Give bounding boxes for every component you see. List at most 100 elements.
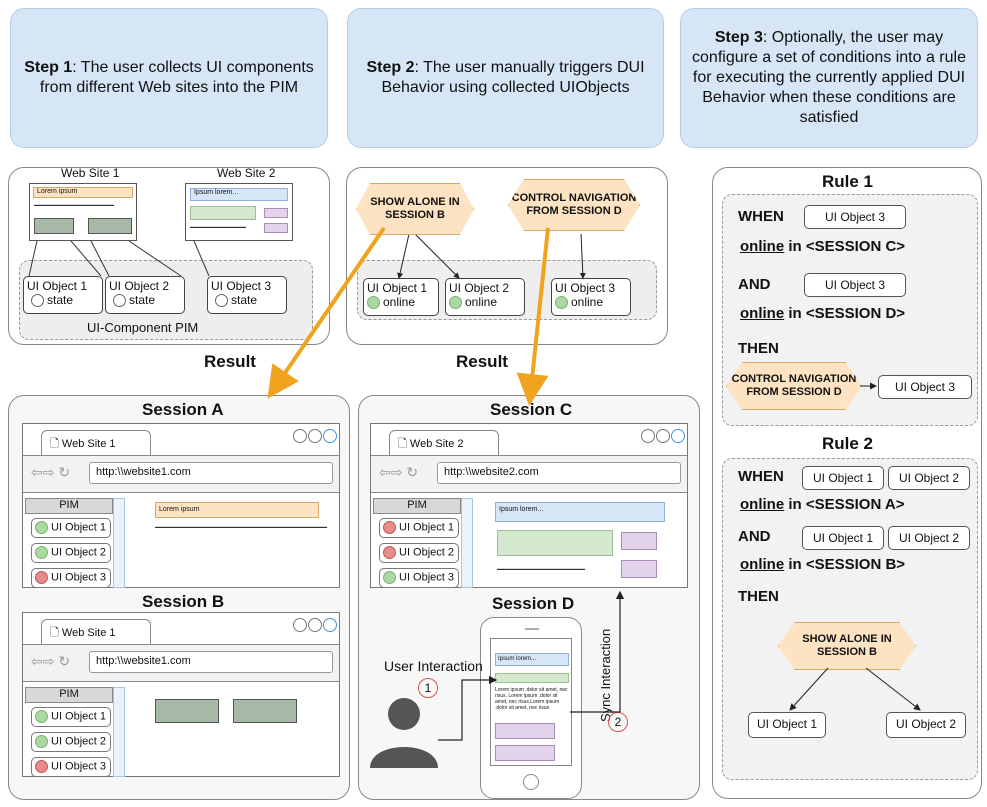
window-button-2[interactable] bbox=[656, 429, 670, 443]
behavior-control-navigation[interactable]: CONTROL NAVIGATION FROM SESSION D bbox=[508, 179, 640, 231]
step-number-2: 2 bbox=[608, 712, 628, 732]
nav-arrows-icon[interactable]: ⇦⇨ ↻ bbox=[31, 464, 71, 480]
rule-2-when: WHEN bbox=[738, 468, 784, 485]
offline-icon bbox=[35, 571, 48, 584]
rule-2-then: THEN bbox=[738, 588, 779, 605]
online-icon bbox=[35, 710, 48, 723]
rule-2-online-1: online bbox=[740, 496, 785, 513]
window-button-2[interactable] bbox=[308, 429, 322, 443]
phone-screen: Ipsum lorem... Lorem ipsum .dolor sit am… bbox=[490, 638, 572, 766]
trigger-ui-object-2-label: UI Object 2 bbox=[449, 281, 510, 295]
offline-icon bbox=[383, 521, 396, 534]
window-button-3[interactable] bbox=[323, 429, 337, 443]
online-icon bbox=[35, 735, 48, 748]
state-icon bbox=[215, 294, 228, 308]
session-b-tab-label: Web Site 1 bbox=[61, 627, 116, 639]
session-b-item-1[interactable]: UI Object 1 bbox=[31, 707, 111, 727]
session-c-item-2[interactable]: UI Object 2 bbox=[379, 543, 459, 563]
trigger-connectors bbox=[397, 233, 586, 279]
rule-2-when-object-1[interactable]: UI Object 1 bbox=[802, 466, 884, 490]
session-c-url[interactable]: http:\\website2.com bbox=[437, 462, 681, 484]
session-a-url[interactable]: http:\\website1.com bbox=[89, 462, 333, 484]
session-b-item-2-label: UI Object 2 bbox=[51, 735, 107, 748]
pim-ui-object-1-label: UI Object 1 bbox=[27, 279, 88, 293]
session-c-item-1[interactable]: UI Object 1 bbox=[379, 518, 459, 538]
window-button-1[interactable] bbox=[293, 618, 307, 632]
nav-arrows-icon[interactable]: ⇦⇨ ↻ bbox=[379, 464, 419, 480]
result-label-1: Result bbox=[204, 352, 256, 371]
session-b-scrollbar[interactable] bbox=[113, 687, 125, 777]
rule-1-when-object[interactable]: UI Object 3 bbox=[804, 205, 906, 229]
user-interaction-label: User Interaction bbox=[384, 658, 483, 674]
session-a-scrollbar[interactable] bbox=[113, 498, 125, 588]
step-2-box: Step 2: The user manually triggers DUI B… bbox=[347, 8, 664, 148]
rule-1-condition-2: online in <SESSION D> bbox=[740, 305, 905, 322]
session-a-item-2[interactable]: UI Object 2 bbox=[31, 543, 111, 563]
rule-2-target-object-2[interactable]: UI Object 2 bbox=[886, 712, 966, 738]
session-b-item-1-label: UI Object 1 bbox=[51, 710, 107, 723]
window-button-1[interactable] bbox=[293, 429, 307, 443]
step-3-label: Step 3 bbox=[714, 29, 763, 46]
site-1-label: Web Site 1 bbox=[61, 166, 120, 180]
session-b-block-2 bbox=[233, 699, 297, 723]
session-b-block-1 bbox=[155, 699, 219, 723]
result-label-2: Result bbox=[456, 352, 508, 371]
rule-1-behavior[interactable]: CONTROL NAVIGATION FROM SESSION D bbox=[726, 362, 862, 410]
session-a-browser: 🗋 Web Site 1 ⇦⇨ ↻ http:\\website1.com PI… bbox=[22, 423, 340, 588]
phone-header: Ipsum lorem... bbox=[495, 653, 569, 666]
rule-2-session-1: in <SESSION A> bbox=[784, 496, 905, 513]
rule-2-when-object-2[interactable]: UI Object 2 bbox=[888, 466, 970, 490]
session-b-pim-header: PIM bbox=[25, 687, 113, 703]
user-icon bbox=[370, 698, 438, 768]
session-b-tab[interactable]: 🗋 Web Site 1 bbox=[41, 619, 151, 645]
session-c-browser: 🗋 Web Site 2 ⇦⇨ ↻ http:\\website2.com PI… bbox=[370, 423, 688, 588]
session-a-item-1[interactable]: UI Object 1 bbox=[31, 518, 111, 538]
rule-2-session-2: in <SESSION B> bbox=[784, 556, 906, 573]
rule-1-and: AND bbox=[738, 276, 771, 293]
window-button-1[interactable] bbox=[641, 429, 655, 443]
rule-2-and-object-2[interactable]: UI Object 2 bbox=[888, 526, 970, 550]
session-c-tab[interactable]: 🗋 Web Site 2 bbox=[389, 430, 499, 456]
session-c-item-1-label: UI Object 1 bbox=[399, 521, 455, 534]
session-b-item-2[interactable]: UI Object 2 bbox=[31, 732, 111, 752]
session-c-scrollbar[interactable] bbox=[461, 498, 473, 588]
site-1-block-b bbox=[88, 218, 132, 234]
site-2-text: ▬▬▬▬▬▬▬▬▬▬▬▬▬▬ bbox=[190, 224, 246, 229]
phone-purple-b bbox=[495, 745, 555, 761]
pim-label: UI-Component PIM bbox=[87, 320, 199, 335]
phone-home-button[interactable] bbox=[523, 774, 539, 790]
rule-2-behavior[interactable]: SHOW ALONE IN SESSION B bbox=[778, 622, 916, 670]
window-button-2[interactable] bbox=[308, 618, 322, 632]
nav-arrows-icon[interactable]: ⇦⇨ ↻ bbox=[31, 653, 71, 669]
session-c-item-3[interactable]: UI Object 3 bbox=[379, 568, 459, 588]
session-a-content-text: ▬▬▬▬▬▬▬▬▬▬▬▬▬▬▬▬▬▬▬▬▬▬▬▬▬▬▬▬▬▬▬▬▬▬▬▬▬▬▬▬… bbox=[155, 524, 327, 529]
session-a-tab[interactable]: 🗋 Web Site 1 bbox=[41, 430, 151, 456]
rule-2-title: Rule 2 bbox=[822, 434, 874, 453]
window-button-3[interactable] bbox=[323, 618, 337, 632]
rule-1-condition-1: online in <SESSION C> bbox=[740, 238, 905, 255]
rule-1-and-object[interactable]: UI Object 3 bbox=[804, 273, 906, 297]
session-a-item-3[interactable]: UI Object 3 bbox=[31, 568, 111, 588]
rule-1-online-2: online bbox=[740, 305, 785, 322]
online-icon bbox=[555, 296, 568, 310]
behavior-show-alone[interactable]: SHOW ALONE IN SESSION B bbox=[356, 183, 474, 235]
step-3-box: Step 3: Optionally, the user may configu… bbox=[680, 8, 978, 148]
site-2-green-block bbox=[190, 206, 256, 220]
step-1-text: : The user collects UI components from d… bbox=[39, 59, 314, 96]
session-b-item-3[interactable]: UI Object 3 bbox=[31, 757, 111, 777]
session-b-url[interactable]: http:\\website1.com bbox=[89, 651, 333, 673]
rule-2-condition-2: online in <SESSION B> bbox=[740, 556, 905, 573]
step-2-label: Step 2 bbox=[366, 59, 415, 76]
window-button-3[interactable] bbox=[671, 429, 685, 443]
session-c-content-header: Ipsum lorem... bbox=[495, 502, 665, 522]
rule-2-target-object-1[interactable]: UI Object 1 bbox=[748, 712, 826, 738]
rule-1-target-object[interactable]: UI Object 3 bbox=[878, 375, 972, 399]
rule-1-then: THEN bbox=[738, 340, 779, 357]
pim-ui-object-1-state: state bbox=[47, 293, 74, 307]
rule-2-and-object-1[interactable]: UI Object 1 bbox=[802, 526, 884, 550]
site-1-page: Lorem ipsum ▬▬▬▬▬▬▬▬▬▬▬▬▬▬▬▬▬▬▬▬ bbox=[29, 183, 137, 241]
